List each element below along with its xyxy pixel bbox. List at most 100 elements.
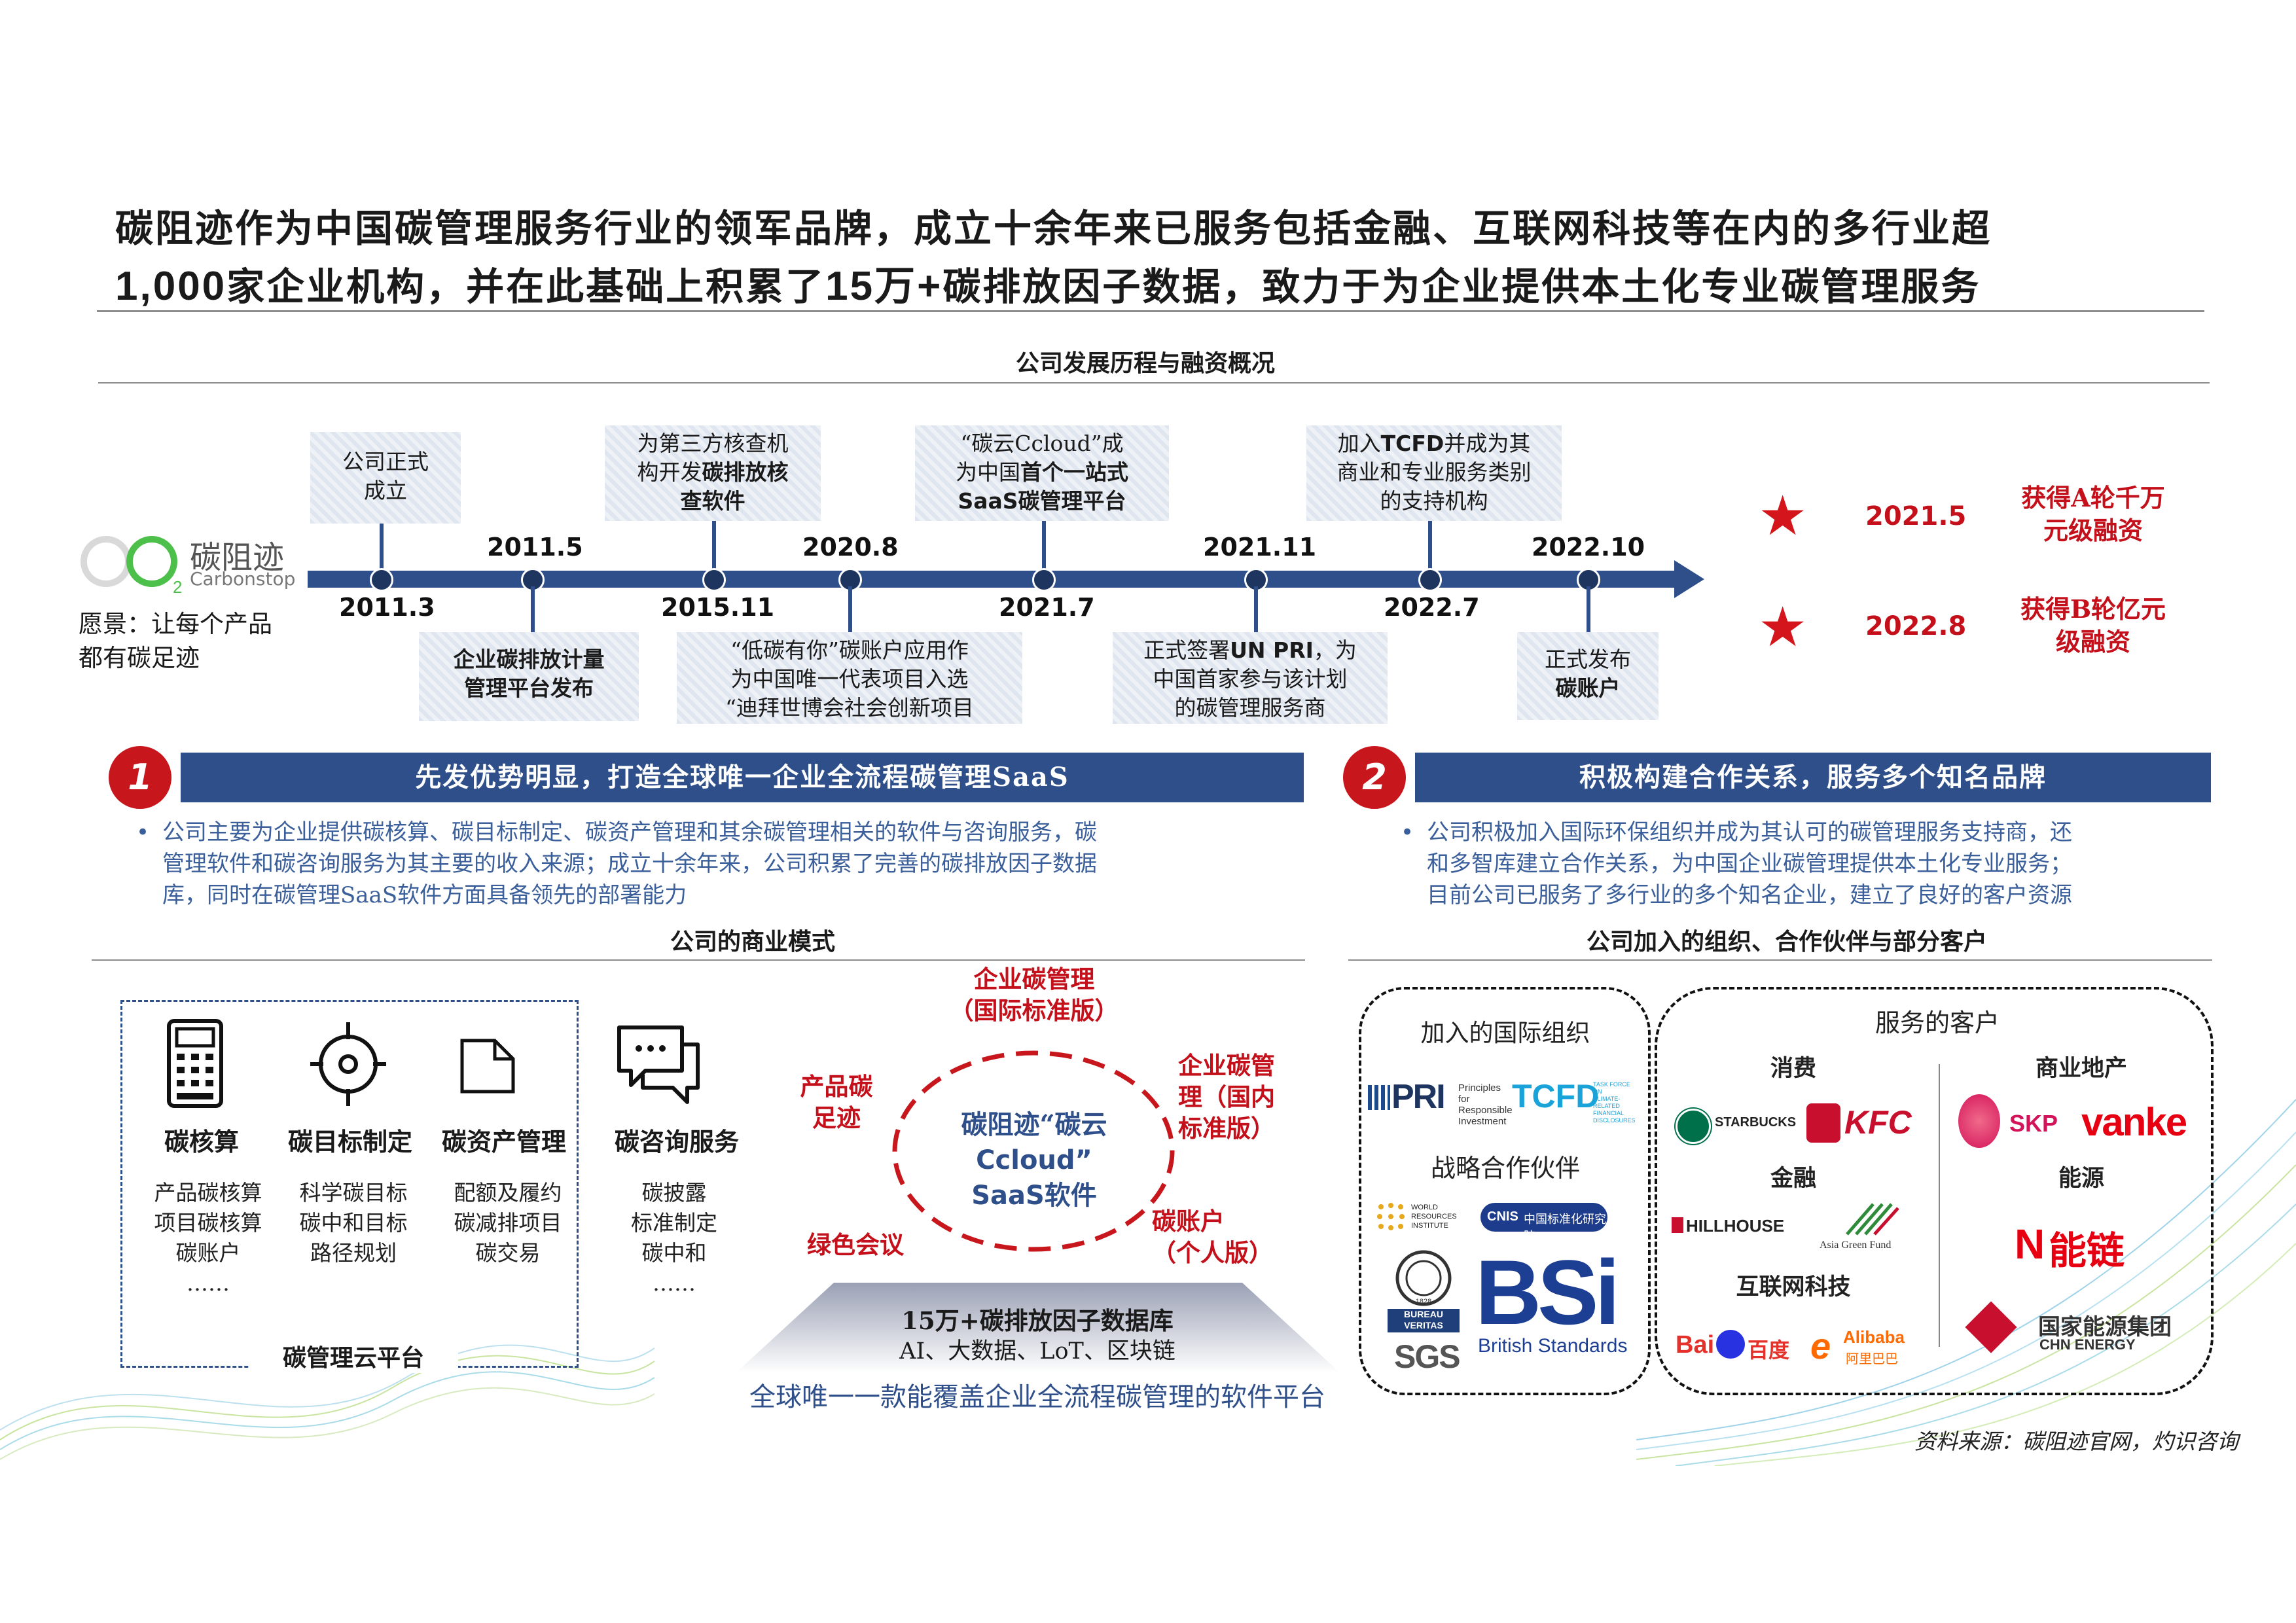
timeline-dot bbox=[1418, 568, 1442, 592]
nenglian-logo: N 能链 bbox=[2015, 1221, 2125, 1273]
bv-seal-icon: 1828 bbox=[1395, 1250, 1452, 1306]
year-2022-7: 2022.7 bbox=[1384, 593, 1480, 622]
timeline-section-title: 公司发展历程与融资概况 bbox=[1015, 349, 1275, 377]
year-2015-11: 2015.11 bbox=[661, 593, 775, 622]
starbucks-siren-icon bbox=[1676, 1109, 1711, 1144]
icon-desc-target: 科学碳目标碳中和目标路径规划 bbox=[299, 1180, 408, 1266]
ring-center-text: 碳阻迹“碳云 Ccloud” SaaS软件 bbox=[961, 1109, 1107, 1211]
year-2021-7: 2021.7 bbox=[999, 593, 1095, 622]
bullet-dot-icon: • bbox=[136, 819, 150, 846]
clients-box bbox=[1655, 987, 2214, 1395]
database-platform-shape bbox=[736, 1283, 1340, 1373]
icon-desc-consulting: 碳披露标准制定碳中和…… bbox=[631, 1180, 717, 1296]
database-title: 15万+碳排放因子数据库 bbox=[901, 1306, 1174, 1335]
nenglian-n-icon: N bbox=[2015, 1221, 2045, 1268]
starbucks-logo: STARBUCKS bbox=[1676, 1106, 1800, 1145]
stem-2011-5 bbox=[531, 586, 535, 632]
note-2011-3: 公司正式成立 bbox=[310, 432, 461, 524]
timeline-title-divider bbox=[98, 382, 2210, 383]
category-energy: 能源 bbox=[2058, 1165, 2104, 1192]
ring-label-bottom-left: 绿色会议 bbox=[807, 1230, 904, 1259]
timeline-dot bbox=[370, 568, 393, 592]
colonel-icon bbox=[1806, 1103, 1840, 1143]
logo-en-text: Carbonstop bbox=[190, 568, 296, 590]
section-2-badge: 2 bbox=[1343, 746, 1406, 809]
chat-icon bbox=[617, 1026, 700, 1104]
skp-flower-icon bbox=[1958, 1094, 2000, 1148]
page-title-line-2: 1,000家企业机构，并在此基础上积累了15万+碳排放因子数据，致力于为企业提供… bbox=[115, 253, 1981, 312]
chn-energy-diamond-icon bbox=[1965, 1301, 2017, 1353]
note-2021-11: 正式签署UN PRI，为 中国首家参与该计划的碳管理服务商 bbox=[1113, 632, 1388, 724]
funding-text-1: 获得A轮千万元级融资 bbox=[2021, 483, 2165, 545]
logo-cn-text: 碳阻迹 bbox=[190, 539, 285, 576]
alibaba-logo: e Alibaba 阿里巴巴 bbox=[1810, 1325, 1905, 1366]
category-internet: 互联网科技 bbox=[1736, 1274, 1851, 1300]
stem-2011-3 bbox=[380, 524, 384, 573]
ring-label-bottom-right: 碳账户（个人版） bbox=[1152, 1207, 1273, 1267]
business-model-divider bbox=[92, 959, 1305, 961]
alibaba-mark-icon: e bbox=[1810, 1325, 1831, 1366]
wri-dots-icon bbox=[1377, 1203, 1405, 1230]
category-consume: 消费 bbox=[1770, 1055, 1816, 1082]
star-icon: ★ bbox=[1758, 484, 1808, 548]
clients-title: 服务的客户 bbox=[1874, 1008, 2000, 1037]
partners-divider bbox=[1348, 959, 2212, 961]
ring-label-right: 企业碳管理（国内标准版） bbox=[1178, 1051, 1275, 1143]
partners-title: 公司加入的组织、合作伙伴与部分客户 bbox=[1586, 928, 1987, 955]
database-tech: AI、大数据、LoT、区块链 bbox=[899, 1338, 1175, 1364]
ring-label-left: 产品碳足迹 bbox=[800, 1072, 873, 1132]
section-1-bullet: • 公司主要为企业提供碳核算、碳目标制定、碳资产管理和其余碳管理相关的软件与咨询… bbox=[136, 817, 1301, 911]
funding-year-2: 2022.8 bbox=[1865, 611, 1967, 641]
business-model-title: 公司的商业模式 bbox=[670, 928, 835, 955]
note-2021-7: “碳云Ccloud”成 为中国首个一站式 SaaS碳管理平台 bbox=[915, 425, 1169, 521]
kfc-logo: KFC bbox=[1806, 1099, 1912, 1145]
svg-text:1828: 1828 bbox=[1416, 1298, 1431, 1306]
organizations-box bbox=[1359, 987, 1651, 1395]
bsi-logo: BSi British Standards bbox=[1475, 1241, 1628, 1357]
bullet-dot-icon: • bbox=[1401, 819, 1414, 846]
note-2015-11: 为第三方核查机 构开发碳排放核 查软件 bbox=[605, 425, 821, 521]
stem-2022-10 bbox=[1587, 586, 1590, 632]
year-2021-11: 2021.11 bbox=[1203, 533, 1317, 562]
stem-2022-7 bbox=[1428, 521, 1432, 573]
stem-2021-11 bbox=[1254, 586, 1258, 632]
section-2-bar: 积极构建合作关系，服务多个知名品牌 bbox=[1415, 753, 2211, 802]
icon-desc-accounting: 产品碳核算项目碳核算碳账户…… bbox=[154, 1180, 262, 1296]
note-2011-5: 企业碳排放计量管理平台发布 bbox=[419, 632, 639, 721]
hillhouse-logo: HILLHOUSE bbox=[1672, 1213, 1803, 1240]
funding-text-2: 获得B轮亿元级融资 bbox=[2020, 594, 2166, 656]
hillhouse-mark-icon bbox=[1672, 1217, 1683, 1233]
year-2022-10: 2022.10 bbox=[1532, 533, 1645, 562]
timeline-dot bbox=[702, 568, 726, 592]
title-highlight-factor: 15万+ bbox=[825, 264, 943, 309]
section-1-badge: 1 bbox=[109, 746, 171, 809]
category-realestate: 商业地产 bbox=[2035, 1055, 2127, 1082]
icon-label-consulting: 碳咨询服务 bbox=[614, 1127, 739, 1156]
icon-label-asset: 碳资产管理 bbox=[441, 1127, 566, 1156]
icon-label-accounting: 碳核算 bbox=[164, 1127, 239, 1156]
year-2011-3: 2011.3 bbox=[339, 593, 435, 622]
svg-text:2: 2 bbox=[173, 577, 182, 594]
title-text: 家企业机构，并在此基础上积累了 bbox=[226, 264, 826, 309]
baidu-logo: Bai 百度 bbox=[1676, 1330, 1790, 1363]
timeline-arrow-icon bbox=[1674, 560, 1704, 598]
icon-desc-asset: 配额及履约碳减排项目碳交易 bbox=[454, 1180, 562, 1266]
cnis-logo: CNIS 中国标准化研究院 bbox=[1480, 1203, 1607, 1243]
folder-icon bbox=[460, 1039, 515, 1094]
asia-green-fund-logo: Asia Green Fund bbox=[1814, 1202, 1926, 1254]
note-2020-8: “低碳有你”碳账户应用作为中国唯一代表项目入选“迪拜世博会社会创新项目 bbox=[677, 632, 1022, 724]
section-1-bar: 先发优势明显，打造全球唯一企业全流程碳管理SaaS bbox=[181, 753, 1304, 802]
source-note: 资料来源：碳阻迹官网，灼识咨询 bbox=[1914, 1429, 2238, 1454]
chn-energy-logo: 国家能源集团 CHN ENERGY bbox=[1965, 1301, 2176, 1361]
baidu-paw-icon bbox=[1716, 1330, 1745, 1359]
vanke-logo: vanke bbox=[2081, 1100, 2187, 1144]
year-2020-8: 2020.8 bbox=[802, 533, 899, 562]
partner-title: 战略合作伙伴 bbox=[1430, 1154, 1580, 1183]
note-2022-10: 正式发布碳账户 bbox=[1517, 632, 1659, 720]
page-title-line-1: 碳阻迹作为中国碳管理服务行业的领军品牌，成立十余年来已服务包括金融、互联网科技等… bbox=[115, 206, 1992, 251]
stem-2015-11 bbox=[712, 521, 716, 573]
sgs-logo: SGS bbox=[1394, 1338, 1461, 1375]
